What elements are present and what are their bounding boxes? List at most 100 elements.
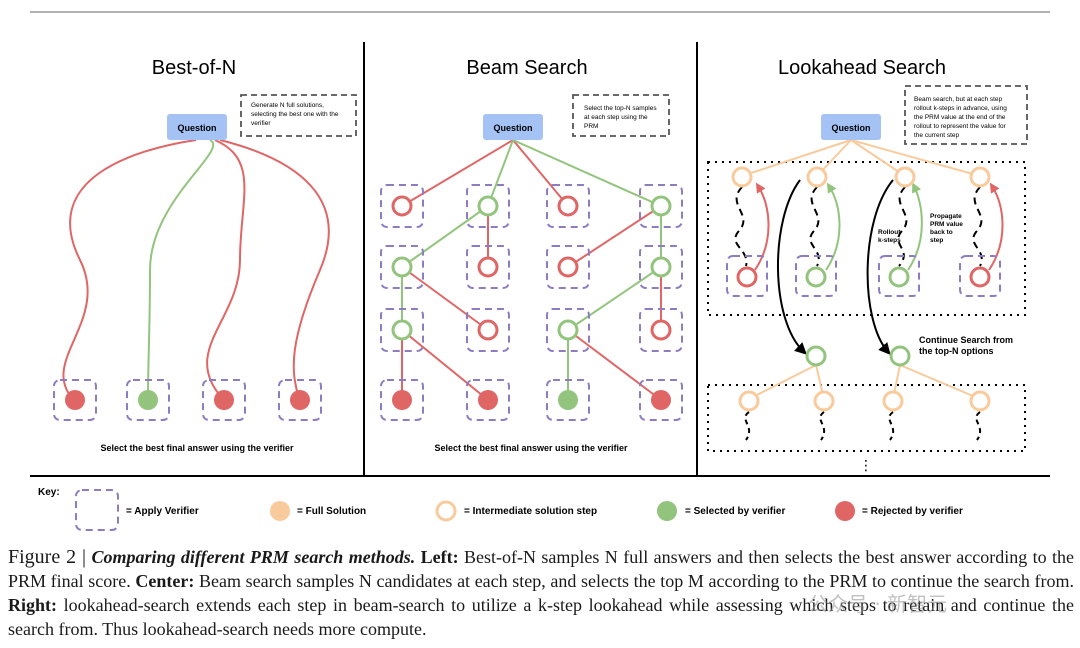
note-line: at each step using the (584, 114, 648, 121)
verifier-box (380, 379, 424, 421)
intermediate-step (882, 390, 904, 412)
propagate-arrow-selected (907, 182, 923, 271)
continuation-ellipsis: ⋮ (859, 458, 873, 474)
step-rejected (477, 256, 499, 278)
intermediate-step (738, 390, 760, 412)
caption-left-label: Left: (420, 547, 459, 567)
verifier-box (546, 245, 590, 289)
continue-label: the top-N options (919, 346, 993, 356)
verifier-box (380, 184, 424, 228)
beam-edge (401, 329, 489, 401)
svg-text:Propagate PRM value: Propagate PRM value back to step (930, 213, 965, 244)
legend-item-full-solution: = Full Solution (270, 501, 366, 521)
continued-step-selected (889, 345, 911, 367)
caption-right-label: Right: (8, 595, 57, 615)
beam-edge (567, 205, 662, 268)
figure-number: Figure 2 | (8, 546, 87, 568)
question-node: Question (167, 114, 227, 140)
continue-arrow (866, 179, 894, 356)
svg-text:Question: Question (493, 123, 532, 133)
beam-edge (567, 329, 662, 401)
sample-path-selected (147, 139, 214, 399)
rollout-path (972, 186, 983, 267)
continue-arrow (777, 179, 807, 355)
lookahead-region-bottom (707, 384, 1026, 452)
watermark: 公众号 · 新智元 (808, 592, 948, 616)
legend-item-intermediate: = Intermediate solution step (435, 500, 597, 522)
panel-title: Beam Search (466, 57, 587, 79)
propagate-label: PRM value (930, 221, 963, 228)
rollout-end-rejected (969, 266, 991, 288)
note-line: rollout k-steps in advance, using (914, 105, 1007, 112)
lookahead-edge (850, 139, 981, 177)
step-selected (391, 319, 413, 341)
note-line: PRM (584, 123, 598, 130)
panel-beam-search: Beam Search Select the top-N samples at … (380, 57, 683, 453)
orange-dot-icon (270, 501, 290, 521)
full-solution-rejected (65, 390, 85, 410)
propagate-arrow-rejected (754, 182, 770, 271)
svg-text:Beam search, but at each step: Beam search, but at each step rollout k-… (914, 96, 1009, 139)
step-selected (391, 256, 413, 278)
panel-footer: Select the best final answer using the v… (100, 443, 294, 453)
full-solution-rejected (651, 390, 671, 410)
note-line: verifier (251, 120, 271, 127)
rollout-path (819, 411, 826, 441)
note-line: selecting the best one with the (251, 111, 339, 118)
beam-edge (487, 139, 514, 207)
full-solution-selected (138, 390, 158, 410)
legend-item-rejected: = Rejected by verifier (835, 501, 963, 521)
rollout-end-selected (805, 266, 827, 288)
verifier-box (466, 379, 510, 421)
lookahead-edge (741, 139, 852, 177)
rollout-end-selected (888, 266, 910, 288)
step-rejected (650, 319, 672, 341)
caption-left-text: Best-of-N samples N full answers and the… (8, 547, 1075, 591)
note-line: Generate N full solutions, (251, 102, 324, 109)
propagate-label: step (930, 237, 943, 244)
beam-edge (401, 205, 489, 268)
note-line: rollout to represent the value for (914, 123, 1007, 130)
verifier-box (53, 379, 97, 421)
step-rejected (557, 256, 579, 278)
step-rejected (391, 195, 413, 217)
verifier-box (878, 255, 920, 297)
svg-text:Rollout k-steps: Rollout k-steps (878, 229, 902, 244)
sample-path-rejected (62, 139, 197, 399)
lookahead-edge (899, 364, 981, 400)
verifier-box (466, 245, 510, 289)
verifier-box (546, 308, 590, 352)
question-node: Question (483, 114, 543, 140)
verifier-box (126, 379, 170, 421)
figure-title: Comparing different PRM search methods. (91, 547, 416, 567)
dashed-box-icon (75, 489, 119, 531)
verifier-box (466, 308, 510, 352)
full-solution-rejected (290, 390, 310, 410)
svg-text:= Selected by verifier: = Selected by verifier (685, 506, 785, 517)
panel-title: Lookahead Search (778, 57, 946, 79)
propagate-arrow-selected (825, 182, 841, 271)
svg-text:= Full Solution: = Full Solution (297, 506, 366, 517)
intermediate-step (894, 166, 916, 188)
question-node: Question (821, 114, 881, 140)
caption-center-text: Beam search samples N candidates at each… (199, 571, 1075, 591)
figure-caption: Figure 2 | Comparing different PRM searc… (8, 545, 1074, 641)
verifier-box (202, 379, 246, 421)
rollout-label: k-steps (878, 237, 901, 244)
orange-ring-icon (435, 500, 457, 522)
svg-text:= Apply Verifier: = Apply Verifier (126, 506, 199, 517)
note-line: Beam search, but at each step (914, 96, 1003, 103)
caption-right-text: lookahead-search extends each step in be… (8, 595, 1074, 639)
step-selected (650, 256, 672, 278)
sample-path-rejected (219, 139, 330, 399)
verifier-box (726, 255, 768, 297)
step-selected (557, 319, 579, 341)
rollout-path (744, 411, 751, 441)
verifier-box (466, 184, 510, 228)
legend-item-verifier: = Apply Verifier (75, 489, 199, 531)
svg-text:Question: Question (177, 123, 216, 133)
continued-step-selected (805, 345, 827, 367)
sample-path-rejected (206, 139, 246, 399)
note-box: Generate N full solutions, selecting the… (240, 94, 357, 137)
